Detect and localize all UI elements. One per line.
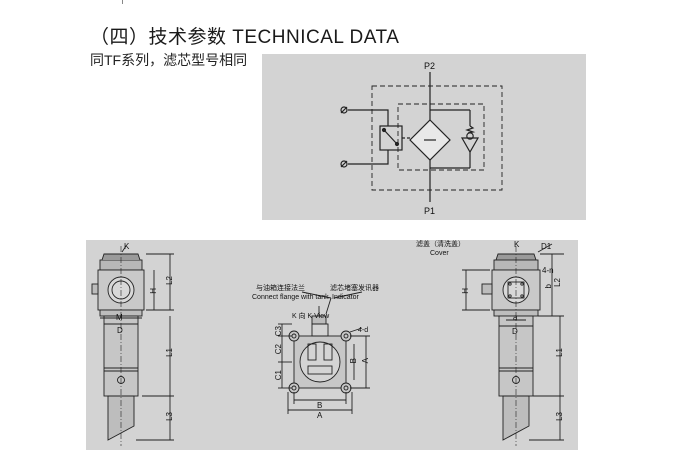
flange-label-cn: 与油箱连接法兰	[256, 285, 305, 292]
hydraulic-schematic-panel: P2 P1	[262, 54, 586, 220]
top-tick-mark	[122, 0, 123, 4]
k-view-label: K 向 K View	[292, 313, 330, 320]
right-h-label: H	[461, 288, 470, 294]
hydraulic-schematic-figure	[340, 72, 503, 202]
indicator-label-en: Indicator	[332, 294, 359, 301]
right-d-label: D	[512, 327, 518, 336]
indicator-label-cn: 滤芯堵塞发讯器	[330, 285, 379, 292]
left-m-label: M	[116, 313, 123, 322]
top-border	[0, 0, 695, 4]
left-h-label: H	[149, 288, 158, 294]
left-l1-label: L1	[165, 348, 174, 357]
c2-label: C2	[274, 344, 283, 355]
cover-label-en: Cover	[430, 250, 449, 257]
right-l2-label: L2	[553, 278, 562, 287]
port-p1-label: P1	[424, 206, 436, 216]
right-d1-label: D1	[541, 242, 552, 251]
four-d-label: 4-d	[358, 327, 369, 334]
cover-label-cn: 滤盖（清洗盖）	[416, 241, 465, 248]
middle-a-bottom-label: A	[317, 411, 323, 420]
middle-b-bottom-label: B	[317, 401, 323, 410]
dimension-drawing-panel: K H L2 M D L1 L3 与油箱连接法兰 Connect flange …	[86, 240, 578, 450]
dimension-drawing-figure	[91, 243, 564, 446]
left-k-label: K	[124, 242, 130, 251]
c3-label: C3	[274, 326, 283, 337]
four-n-label: 4-n	[542, 266, 554, 275]
section-title: （四）技术参数 TECHNICAL DATA	[90, 27, 400, 48]
left-l3-label: L3	[165, 412, 174, 421]
middle-a-inner-label: A	[361, 358, 370, 364]
section-subtitle: 同TF系列，滤芯型号相同	[90, 52, 248, 68]
left-d-label: D	[117, 326, 123, 335]
flange-label-en: Connect flange with tank	[252, 294, 329, 301]
right-l3-label: L3	[555, 412, 564, 421]
right-k-label: K	[514, 240, 520, 249]
port-p2-label: P2	[424, 61, 436, 71]
middle-b-inner-label: B	[349, 358, 358, 364]
right-b-label: b	[544, 284, 553, 289]
right-a-label: a	[513, 313, 518, 322]
c1-label: C1	[274, 370, 283, 381]
left-l2-label: L2	[165, 276, 174, 285]
right-l1-label: L1	[555, 348, 564, 357]
